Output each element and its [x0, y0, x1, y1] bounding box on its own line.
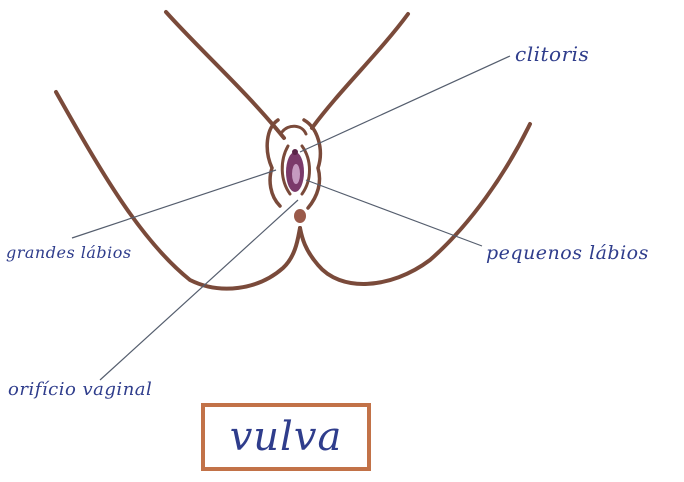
title-box: vulva	[201, 403, 371, 471]
clitoris-dot	[292, 149, 298, 155]
vaginal-orifice	[294, 209, 306, 223]
outline-upper-right-thigh	[312, 14, 408, 128]
label-pequenos-labios: pequenos lábios	[486, 244, 649, 263]
leader-line-orificio-vaginal	[100, 200, 298, 380]
title-text: vulva	[230, 417, 343, 457]
leader-line-pequenos-labios	[306, 180, 482, 246]
label-orificio-vaginal: orifício vaginal	[8, 381, 152, 399]
vestibule-highlight	[292, 164, 300, 184]
label-grandes-labios: grandes lábios	[6, 245, 132, 261]
leader-line-grandes-labios	[72, 170, 276, 238]
clitoral-hood	[282, 126, 306, 134]
outline-upper-left-thigh	[166, 12, 284, 138]
label-clitoris: clitoris	[515, 44, 589, 64]
